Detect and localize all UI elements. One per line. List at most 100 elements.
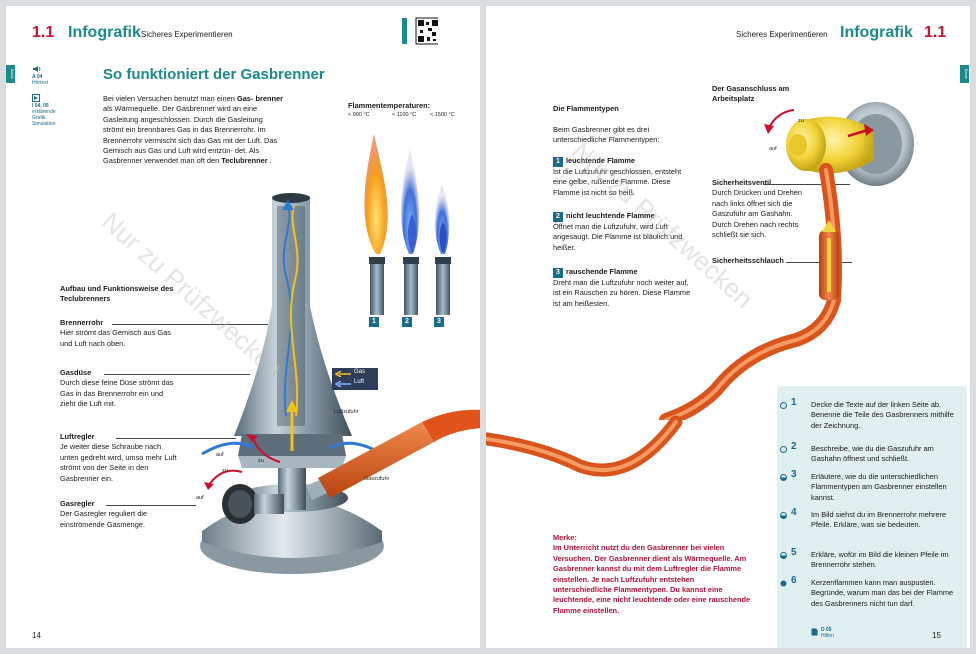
- intro-segment: brenner: [255, 94, 283, 103]
- intro-segment: Bei vielen Versuchen benutzt man einen: [103, 94, 237, 103]
- page-number-left: 14: [32, 631, 41, 640]
- safety-valve-title: Sicherheitsventil: [712, 178, 772, 187]
- burner-illustration: [200, 193, 480, 574]
- flame-temp-2: < 1100 °C: [392, 112, 417, 118]
- part-title: Gasdüse: [60, 368, 92, 377]
- document-icon[interactable]: [811, 628, 818, 636]
- task-text: Beschreibe, wie du die Gaszufuhr am Gash…: [811, 444, 934, 464]
- intro-segment: Durch die Gasleitung strömt ein brennbar…: [103, 114, 263, 135]
- flame-number-3: 3: [434, 317, 444, 327]
- flame-type-text: Öffnet man die Luftzufuhr, wird Luft ang…: [553, 222, 683, 252]
- task-item: 6 Kerzenflammen kann man auspusten. Begrü…: [780, 575, 961, 609]
- task-item: 2 Beschreibe, wie du die Gaszufuhr am Gas…: [780, 441, 961, 465]
- intro-segment: .: [269, 156, 272, 166]
- part-title: Luftregler: [60, 432, 95, 441]
- intro-segment: Das Gemisch aus Gas und Luft wird entzün…: [103, 135, 278, 156]
- part-text: Je weiter diese Schraube nach unten gedr…: [60, 442, 177, 483]
- chapter-number: 1.1: [924, 24, 947, 41]
- left-page: 1.1 Infografik Sicheres Experimentieren …: [6, 6, 480, 648]
- difficulty-empty-icon: [780, 446, 787, 453]
- help-code: D 05: [821, 627, 832, 633]
- difficulty-full-icon: [780, 580, 787, 587]
- flame-type-badge: 1: [553, 157, 563, 167]
- task-text: Decke die Texte auf der linken Seite ab.…: [811, 400, 954, 430]
- page-number-right: 15: [932, 631, 941, 640]
- air-arrow-icon: [335, 381, 351, 387]
- gas-arrow-icon: [335, 371, 351, 377]
- part-title: Brennerrohr: [60, 318, 104, 327]
- margin-digital: I 04, 05: [32, 103, 49, 109]
- safety-valve-text: Durch Drücken und Drehen nach links öffn…: [712, 188, 802, 240]
- label-auf-gas: auf: [196, 495, 204, 501]
- task-item: 1 Decke die Texte auf der linken Seite ab…: [780, 397, 961, 431]
- qr-code-icon[interactable]: [402, 16, 438, 48]
- task-number: 6: [791, 575, 797, 586]
- header-subtitle: Sicheres Experimentieren: [736, 30, 828, 39]
- merke-box: Merke: Im Unterricht nutzt du den Gasbre…: [553, 533, 753, 616]
- intro-segment: Teclubrenner: [221, 156, 270, 166]
- label-gaszufuhr: Gaszufuhr: [364, 476, 390, 482]
- difficulty-empty-icon: [780, 402, 787, 409]
- label-zu-gas: zu: [222, 468, 228, 474]
- header-title: Infografik: [840, 24, 913, 41]
- leader-line: [112, 324, 268, 325]
- part-text: Der Gasregler reguliert die einströmende…: [60, 509, 148, 529]
- flame-temps-title: Flammentemperaturen:: [348, 101, 431, 110]
- intro-text: Bei vielen Versuchen benutzt man einen G…: [103, 94, 283, 167]
- difficulty-half-icon: [780, 512, 787, 519]
- gas-tap-illustration: [659, 102, 914, 420]
- label-zu-air: zu: [258, 458, 264, 464]
- hose-connector: [486, 415, 683, 477]
- sidebar-tab: Basis: [960, 65, 969, 83]
- flame-types-illustration: [364, 134, 451, 315]
- flame-type-badge: 3: [553, 268, 563, 278]
- task-text: Im Bild siehst du im Brennerrohr mehrere…: [811, 510, 947, 530]
- margin-digital-label: erklärende Grafik, Simulation: [32, 109, 56, 127]
- safety-hose-label: Sicherheitsschlauch: [712, 256, 784, 265]
- audio-icon[interactable]: [32, 65, 42, 73]
- part-text: Hier strömt das Gemisch aus Gas und Luft…: [60, 328, 171, 348]
- merke-text: Im Unterricht nutzt du den Gasbrenner be…: [553, 543, 751, 615]
- legend-box: Gas Luft: [332, 368, 378, 390]
- task-text: Kerzenflammen kann man auspusten. Begrün…: [811, 578, 954, 608]
- flame-types-heading: Die Flammentypen: [553, 104, 619, 113]
- chapter-number: 1.1: [32, 24, 55, 41]
- flame-number-1: 1: [369, 317, 379, 327]
- legend-luft: Luft: [354, 379, 365, 385]
- task-number: 5: [791, 547, 797, 558]
- flame-type-text: Dreht man die Luftzufuhr noch weiter auf…: [553, 278, 691, 308]
- label-auf: auf: [769, 146, 777, 152]
- legend-gas: Gas: [354, 369, 366, 375]
- gas-connection-title: Der Gasanschluss am Arbeitsplatz: [712, 84, 790, 104]
- flame-temp-1: < 900 °C: [348, 112, 370, 118]
- label-zu: zu: [798, 118, 804, 124]
- part-text: Durch diese feine Düse strömt das Gas in…: [60, 378, 174, 409]
- label-auf-air: auf: [216, 452, 224, 458]
- leader-line: [106, 505, 196, 506]
- task-number: 1: [791, 397, 797, 408]
- sidebar-tab: Basis: [6, 65, 15, 83]
- structure-heading: Aufbau und Funktionsweise des Teclubrenn…: [60, 284, 174, 304]
- digital-icon[interactable]: [32, 94, 40, 102]
- task-item: 5 Erkläre, wofür im Bild die kleinen Pfei…: [780, 547, 961, 571]
- help-label: Hilfen: [821, 633, 834, 639]
- difficulty-half-icon: [780, 474, 787, 481]
- task-text: Erkläre, wofür im Bild die kleinen Pfeil…: [811, 550, 949, 570]
- intro-segment: det. Als Gasbrenner verwendet man oft de…: [103, 146, 260, 166]
- intro-segment: wird an eine Gasleitung angeschlossen.: [103, 104, 258, 124]
- flame-type-text: Ist die Luftzufuhr geschlossen, entsteht…: [553, 167, 682, 197]
- label-luftzufuhr: Luftzufuhr: [334, 409, 359, 415]
- task-text: Erläutere, wie du die unterschiedlichen …: [811, 472, 947, 502]
- flame-type-title: nicht leuchtende Flamme: [566, 211, 655, 220]
- tasks-panel: 1 Decke die Texte auf der linken Seite ab…: [777, 386, 967, 648]
- task-number: 2: [791, 441, 797, 452]
- leader-line: [116, 438, 236, 439]
- task-number: 3: [791, 469, 797, 480]
- intro-segment: Gas-: [236, 94, 256, 103]
- header-title: Infografik: [68, 24, 141, 41]
- flame-temp-3: < 1500 °C: [430, 112, 455, 118]
